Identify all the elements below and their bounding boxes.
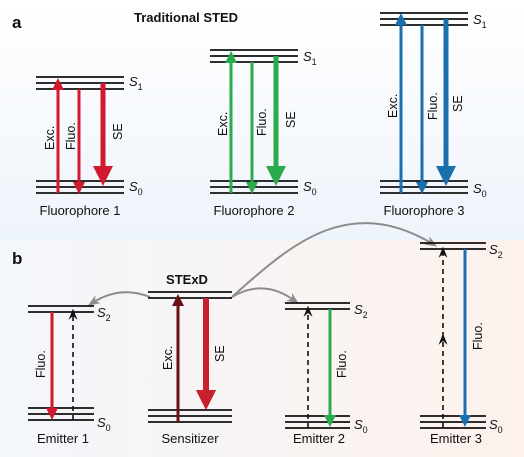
- emitter-2-name: Emitter 2: [293, 431, 345, 446]
- fluorophore-1-s0-label: S0: [129, 179, 143, 197]
- fluorophore-3-s1-label: S1: [473, 12, 487, 30]
- fluorophore-2-s1-label: S1: [303, 49, 317, 67]
- sensitizer-se-label: SE: [213, 345, 227, 362]
- emitter-3-diagram: Fluo. S2 S0 Emitter 3: [420, 242, 503, 446]
- fluorophore-3-se-label: SE: [451, 95, 465, 112]
- transfer-arrow-to-emitter-1: [87, 291, 151, 306]
- fluorophore-1-se-label: SE: [111, 123, 125, 140]
- fluorophore-3-fluo-label: Fluo.: [426, 92, 440, 120]
- panel-b-background: [0, 240, 524, 457]
- stexd-title: STExD: [166, 272, 208, 287]
- emitter-2-s2-label: S2: [354, 302, 368, 320]
- fluorophore-2-diagram: Exc. Fluo. SE S1 S0 Fluorophore 2: [210, 49, 317, 218]
- fluorophore-3-name: Fluorophore 3: [384, 203, 465, 218]
- fluorophore-3-diagram: Exc. Fluo. SE S1 S0 Fluorophore 3: [380, 12, 487, 218]
- fluorophore-2-s0-label: S0: [303, 179, 317, 197]
- panel-a-title: Traditional STED: [134, 10, 238, 25]
- panel-a-label: a: [12, 13, 22, 32]
- panel-b-label: b: [12, 249, 22, 268]
- emitter-3-fluo-label: Fluo.: [471, 322, 485, 350]
- emitter-2-fluo-label: Fluo.: [335, 350, 349, 378]
- fluorophore-1-fluo-label: Fluo.: [64, 122, 78, 150]
- emitter-1-s2-label: S2: [97, 305, 111, 323]
- fluorophore-3-s0-label: S0: [473, 181, 487, 199]
- emitter-1-name: Emitter 1: [37, 431, 89, 446]
- emitter-2-s0-label: S0: [354, 417, 368, 435]
- sensitizer-exc-label: Exc.: [161, 346, 175, 370]
- fluorophore-1-name: Fluorophore 1: [40, 203, 121, 218]
- fluorophore-2-name: Fluorophore 2: [214, 203, 295, 218]
- emitter-1-diagram: Fluo. S2 S0 Emitter 1: [28, 305, 111, 446]
- emitter-2-diagram: Fluo. S2 S0 Emitter 2: [285, 302, 368, 446]
- fluorophore-3-exc-label: Exc.: [386, 94, 400, 118]
- fluorophore-1-diagram: Exc. Fluo. SE S1 S0 Fluorophore 1: [36, 74, 143, 218]
- fluorophore-2-se-label: SE: [284, 111, 298, 128]
- emitter-3-name: Emitter 3: [430, 431, 482, 446]
- fluorophore-2-fluo-label: Fluo.: [255, 108, 269, 136]
- panel-a-background: [0, 0, 524, 240]
- transfer-arrow-to-emitter-2: [231, 287, 299, 304]
- fluorophore-1-s1-label: S1: [129, 74, 143, 92]
- emitter-3-s2-label: S2: [489, 242, 503, 260]
- transfer-arrow-to-emitter-3: [231, 222, 438, 298]
- sensitizer-name: Sensitizer: [161, 431, 219, 446]
- fluorophore-2-exc-label: Exc.: [216, 112, 230, 136]
- emitter-1-fluo-label: Fluo.: [34, 350, 48, 378]
- emitter-3-s0-label: S0: [489, 417, 503, 435]
- fluorophore-1-exc-label: Exc.: [43, 126, 57, 150]
- sensitizer-diagram: Exc. SE Sensitizer: [148, 291, 232, 446]
- emitter-1-s0-label: S0: [97, 415, 111, 433]
